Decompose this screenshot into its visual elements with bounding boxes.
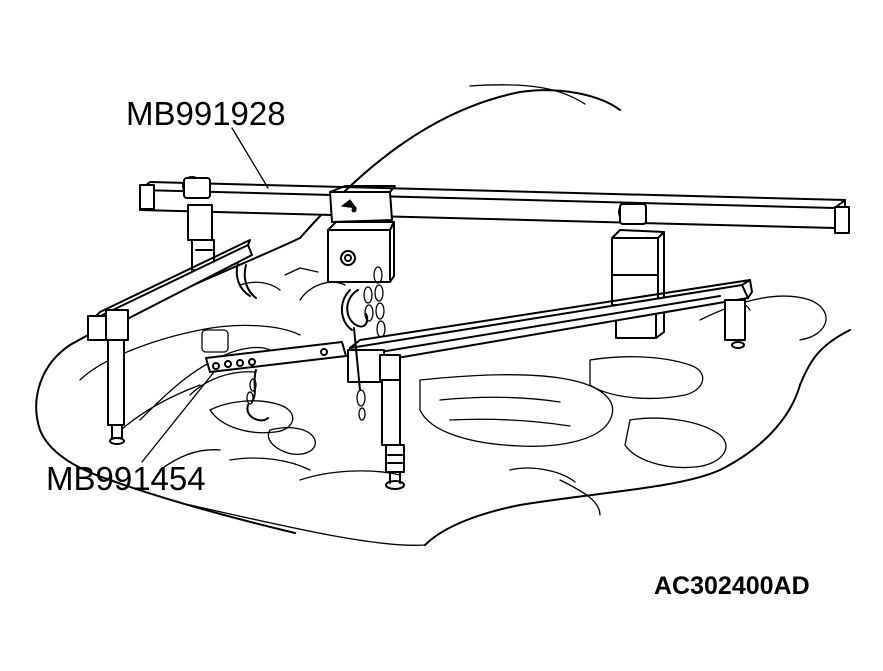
hanger-adapter-plate	[205, 341, 347, 422]
leader-lines	[141, 127, 269, 463]
center-support-arm	[347, 279, 753, 490]
engine-bay-details	[79, 267, 751, 516]
right-hanger-leg	[611, 229, 665, 339]
engine-hanger-beam	[139, 176, 850, 234]
callout-engine-hanger: MB991928	[126, 95, 286, 132]
callout-hanger-adapter: MB991454	[46, 460, 206, 497]
left-hanger-leg	[187, 204, 215, 271]
left-support-arm	[87, 239, 257, 445]
figure-identifier: AC302400AD	[654, 572, 810, 600]
center-hook-and-chain	[327, 221, 395, 421]
